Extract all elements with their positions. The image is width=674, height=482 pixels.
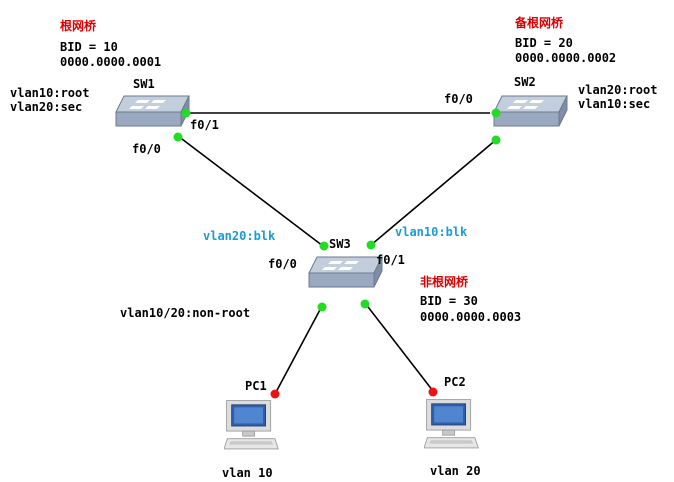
sw3-port-f0-0: f0/0 [268, 257, 297, 271]
port-indicators [173, 108, 501, 399]
sw3-blocked-vlan20: vlan20:blk [203, 229, 276, 243]
sw2-vlan-role-2: vlan10:sec [578, 97, 650, 111]
switch-sw3-icon[interactable] [308, 256, 383, 288]
pc1-vlan: vlan 10 [222, 466, 273, 480]
sw2-bid: BID = 20 [515, 36, 573, 50]
sw2-port-f0-0: f0/0 [444, 92, 473, 106]
link-sw1-sw3 [177, 135, 324, 247]
port-dot-sw3-pc2 [360, 299, 370, 309]
sw2-labels: 备根网桥 BID = 20 0000.0000.0002 SW2 f0/0 vl… [444, 15, 657, 111]
sw1-bid: BID = 10 [60, 40, 118, 54]
port-dot-sw3-pc1 [317, 302, 327, 312]
sw2-role: 备根网桥 [514, 15, 564, 30]
sw2-vlan-role-1: vlan20:root [578, 83, 657, 97]
sw1-vlan-role-1: vlan10:root [10, 86, 89, 100]
port-dot-sw2-down [491, 135, 501, 145]
sw3-port-f0-1: f0/1 [376, 253, 405, 267]
sw1-name: SW1 [133, 77, 155, 91]
sw1-labels: 根网桥 BID = 10 0000.0000.0001 SW1 vlan10:r… [10, 18, 219, 156]
port-dot-sw3-f0-0 [319, 241, 329, 251]
sw1-mac: 0000.0000.0001 [60, 55, 161, 69]
pc-labels: PC1 vlan 10 PC2 vlan 20 [222, 375, 481, 480]
sw3-labels: vlan20:blk vlan10:blk SW3 f0/0 f0/1 非根网桥… [120, 225, 521, 324]
sw1-port-f0-1: f0/1 [190, 118, 219, 132]
pc2-vlan: vlan 20 [430, 464, 481, 478]
switch-sw2-icon[interactable] [493, 95, 568, 127]
sw3-mac: 0000.0000.0003 [420, 310, 521, 324]
port-dot-sw1-f0-0 [173, 132, 183, 142]
port-dot-sw3-f0-1 [366, 240, 376, 250]
pc1-icon[interactable] [224, 400, 279, 450]
port-dot-sw2-f0-0 [491, 108, 501, 118]
switch-sw1-icon[interactable] [115, 95, 190, 127]
sw3-bid: BID = 30 [420, 294, 478, 308]
pc2-icon[interactable] [424, 399, 479, 449]
sw1-role: 根网桥 [60, 18, 97, 33]
sw2-mac: 0000.0000.0002 [515, 51, 616, 65]
sw3-name: SW3 [329, 237, 351, 251]
sw3-vlan-role: vlan10/20:non-root [120, 306, 250, 320]
sw3-role: 非根网桥 [420, 274, 469, 289]
port-dot-pc2 [428, 387, 438, 397]
links [177, 112, 498, 395]
sw1-port-f0-0: f0/0 [132, 142, 161, 156]
pc1-name: PC1 [245, 379, 267, 393]
port-dot-sw1-f0-1 [181, 108, 191, 118]
pc2-name: PC2 [444, 375, 466, 389]
link-sw3-pc1 [274, 305, 323, 395]
sw1-vlan-role-2: vlan20:sec [10, 100, 82, 114]
link-sw3-pc2 [364, 302, 434, 392]
link-sw2-sw3 [370, 138, 498, 246]
port-dot-pc1 [270, 389, 280, 399]
sw2-name: SW2 [514, 75, 536, 89]
sw3-blocked-vlan10: vlan10:blk [395, 225, 468, 239]
